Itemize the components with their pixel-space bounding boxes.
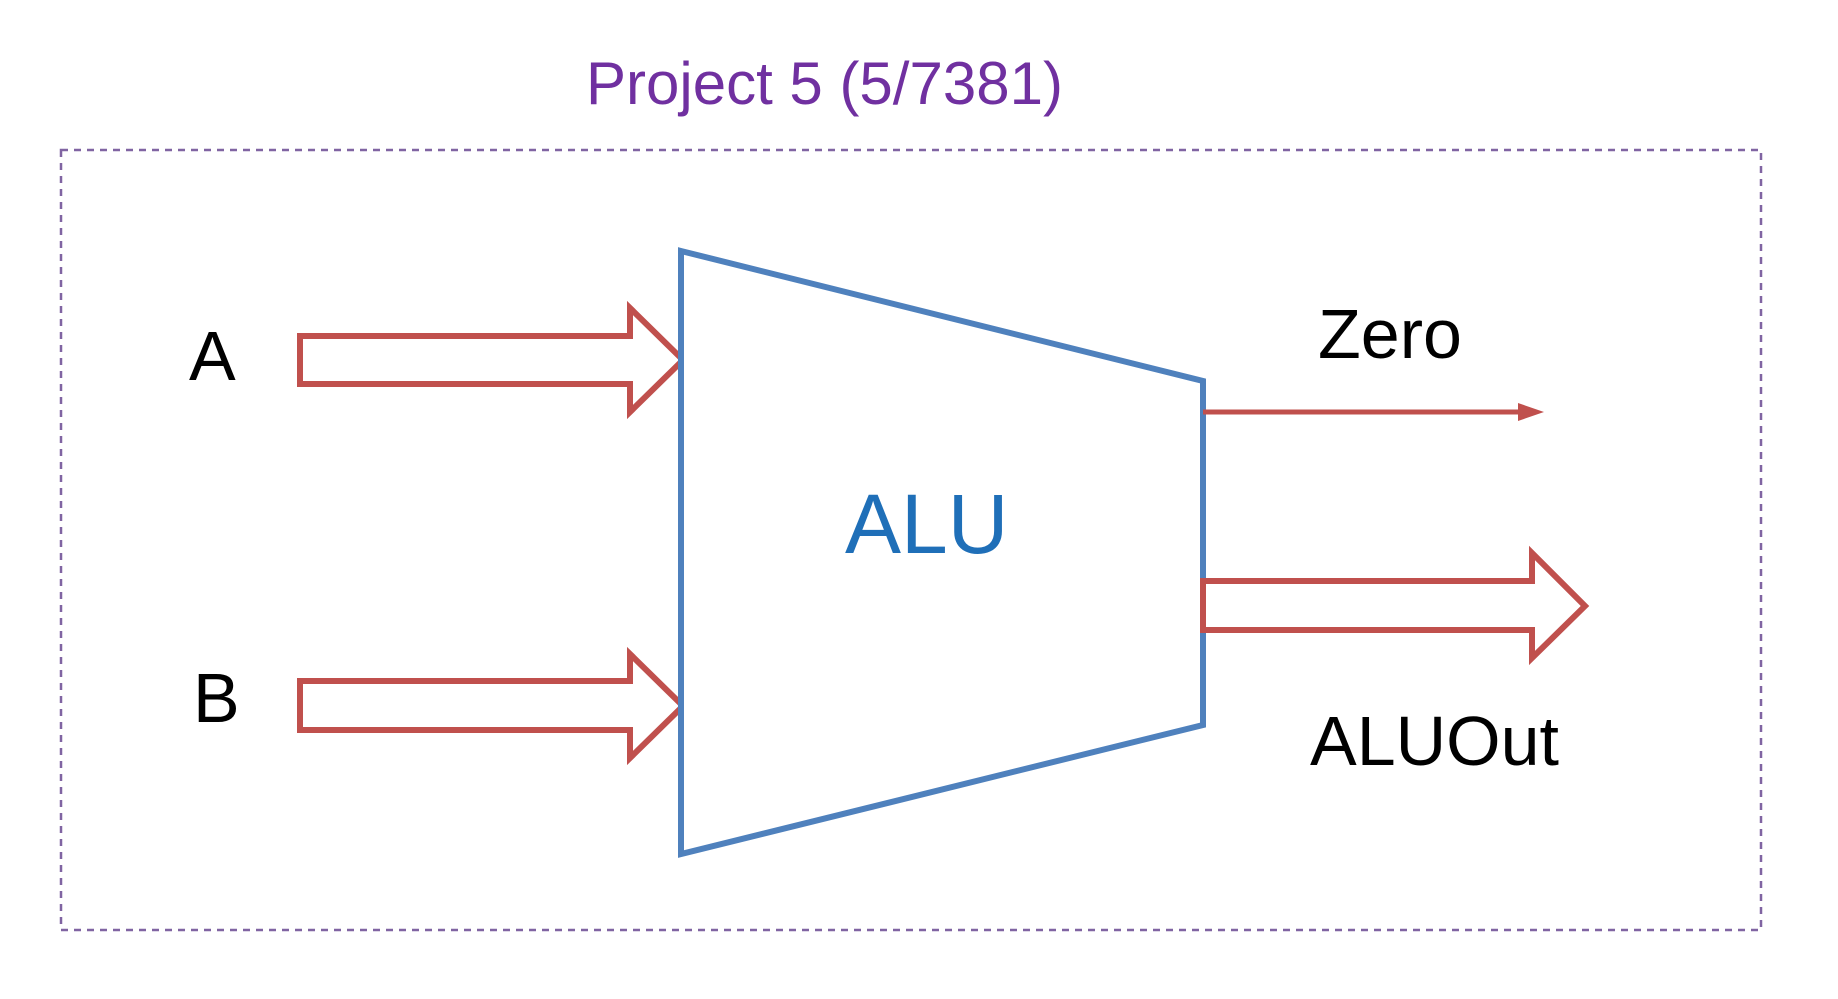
input-b-label: B bbox=[193, 659, 240, 737]
zero-output-label: Zero bbox=[1318, 295, 1462, 373]
input-b-arrow bbox=[297, 646, 688, 766]
alu-trapezoid bbox=[678, 247, 1206, 858]
zero-arrowhead-icon bbox=[1518, 403, 1544, 421]
input-a-arrow bbox=[297, 300, 688, 420]
alu-label: ALU bbox=[845, 477, 1008, 571]
aluout-output-arrow bbox=[1200, 545, 1590, 666]
aluout-output-label: ALUOut bbox=[1310, 702, 1559, 780]
dashed-boundary-box bbox=[59, 148, 1763, 932]
page-title: Project 5 (5/7381) bbox=[586, 50, 1063, 117]
input-a-label: A bbox=[189, 317, 236, 395]
